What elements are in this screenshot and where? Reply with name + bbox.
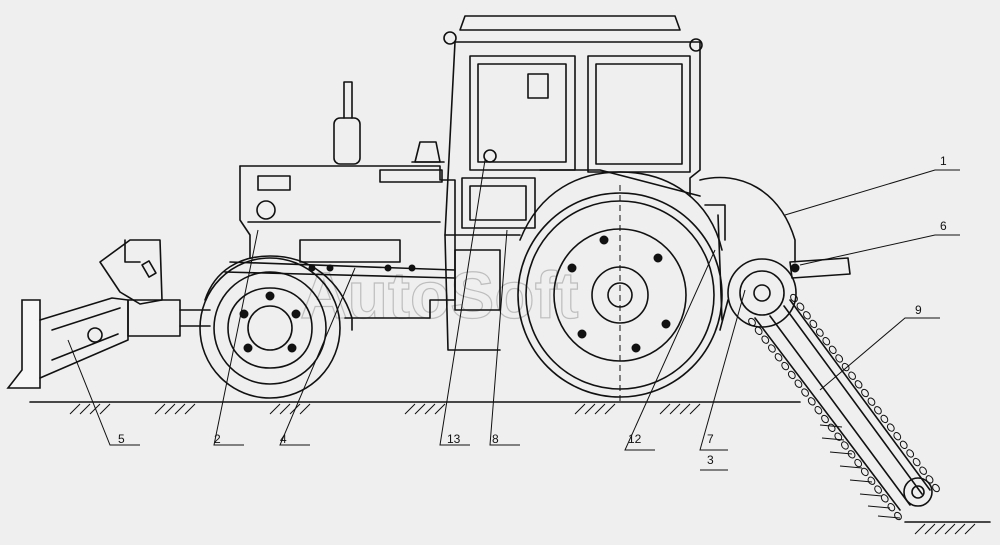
chain-link [796,302,805,311]
callout-7: 7 [707,432,714,446]
chain-link [919,466,927,475]
chain-link [899,440,908,449]
chain-link [906,449,915,458]
callout-6: 6 [940,219,947,233]
chain-link [841,441,849,450]
chain-link [893,432,902,441]
chain-link [932,483,940,493]
chain-link [748,317,756,327]
tractor-cab [443,15,703,351]
callout-8: 8 [492,432,499,446]
chain-link [867,476,876,485]
callout-labels: 1 6 9 7 3 12 8 13 4 2 5 [118,154,947,467]
chain-link [854,380,863,389]
callout-13: 13 [447,432,461,446]
chain-link [912,457,921,467]
leader-lines [67,159,960,471]
chain-link [801,388,809,397]
rear-wheel [517,171,723,405]
callout-5: 5 [118,432,125,446]
ground [29,401,991,535]
chain-link [827,423,836,432]
chain-link [821,414,829,424]
chain-link [815,328,824,337]
trencher-drive [719,257,851,331]
chain-guard-cover [699,176,796,321]
chain-link [790,293,798,303]
chain-link [874,406,882,415]
chain-link [860,467,869,477]
chain-link [854,458,863,468]
chain-link [754,326,763,335]
callout-4: 4 [280,432,287,446]
chain-link [925,475,934,484]
chain-link [841,362,850,372]
callout-12: 12 [628,432,642,446]
chain-link [886,423,895,432]
chain-link [809,319,818,329]
front-dozer-blade [6,239,211,389]
chain-link [887,503,896,512]
chain-link [874,485,882,494]
chain-link [835,354,844,363]
callout-9: 9 [915,303,922,317]
trencher-boom [748,293,940,521]
callout-3: 3 [707,453,714,467]
chain-link [848,371,856,380]
chain-link [814,406,823,415]
chain-link [781,361,790,371]
chain-link [880,494,889,503]
chain-link [822,337,831,346]
callout-1: 1 [940,154,947,168]
chain-link [867,397,876,406]
chain-link [861,388,869,398]
tractor-hood [224,81,456,319]
chain-link [761,335,770,344]
chain-link [828,345,837,354]
chain-link [787,370,796,380]
chain-link [803,311,811,320]
chain-link [807,397,816,406]
chain-link [794,379,803,388]
callout-2: 2 [214,432,221,446]
chain-link [880,414,889,424]
chain-link [774,353,783,362]
chain-link [894,511,902,521]
chain-link [768,344,776,353]
front-wheel [199,255,353,399]
chain-link [834,432,843,441]
chain-link [847,450,856,459]
